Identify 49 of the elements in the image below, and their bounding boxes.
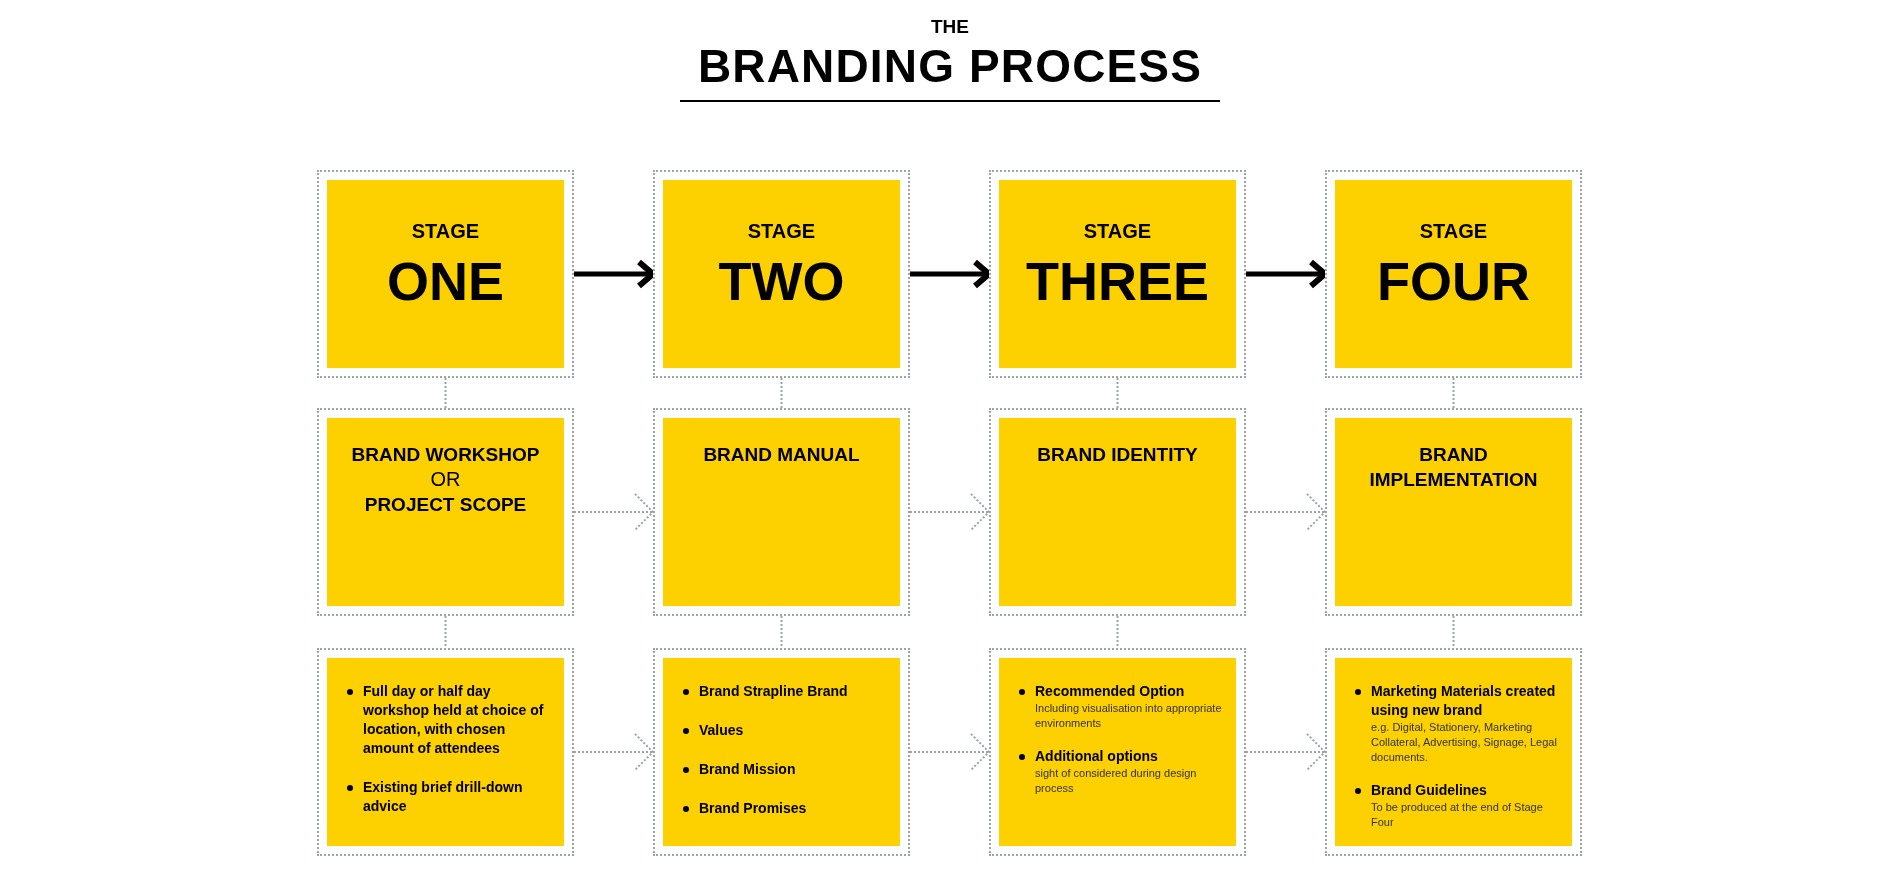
- stage-number: THREE: [1026, 254, 1209, 308]
- bullet-item: Brand Strapline Brand: [699, 682, 849, 701]
- dotted-frame: [653, 408, 910, 616]
- connector-line: [444, 377, 447, 409]
- bullet-note: sight of considered during design process: [1035, 766, 1198, 796]
- bullet-item: Brand Promises: [699, 799, 808, 818]
- bullet-item: Existing brief drill-down advice: [363, 778, 524, 816]
- dotted-frame: [1325, 648, 1582, 856]
- connector-line: [780, 615, 783, 649]
- dotted-frame: [317, 408, 574, 616]
- connector-line: [1452, 615, 1455, 649]
- connector-line: [1452, 377, 1455, 409]
- service-title: BRAND WORKSHOP: [351, 443, 540, 467]
- bullet-heading: Recommended Option: [1035, 682, 1186, 701]
- dotted-frame: [989, 408, 1246, 616]
- connector-line: [1116, 377, 1119, 409]
- bullet-item: Brand Mission: [699, 760, 797, 779]
- service-title: BRAND MANUAL: [703, 443, 860, 467]
- bullet-heading: Marketing Materials created using new brand: [1371, 682, 1557, 720]
- bullet-heading: Brand Guidelines: [1371, 781, 1488, 800]
- dotted-frame: [989, 648, 1246, 856]
- dotted-frame: [317, 170, 574, 378]
- dotted-frame: [989, 170, 1246, 378]
- stage-number: FOUR: [1377, 254, 1530, 308]
- dotted-frame: [1325, 170, 1582, 378]
- bullet-note: To be produced at the end of Stage Four: [1371, 800, 1544, 830]
- connector-line: [780, 377, 783, 409]
- dotted-frame: [1325, 408, 1582, 616]
- dotted-frame: [317, 648, 574, 856]
- stage-number: ONE: [387, 254, 504, 308]
- service-title: PROJECT SCOPE: [364, 493, 527, 517]
- bullet-note: e.g. Digital, Stationery, Marketing Collateral, Advertising, Signage, Legal documents.: [1371, 720, 1558, 765]
- title: THE BRANDING PROCESS: [680, 14, 1220, 102]
- bullet-item: Values: [699, 721, 745, 740]
- service-title: BRAND IDENTITY: [1037, 443, 1198, 467]
- dotted-frame: [653, 170, 910, 378]
- dotted-frame: [653, 648, 910, 856]
- connector-word: OR: [430, 467, 461, 492]
- stage-label: STAGE: [747, 219, 816, 244]
- stage-label: STAGE: [1419, 219, 1488, 244]
- stage-label: STAGE: [1083, 219, 1152, 244]
- connector-line: [1116, 615, 1119, 649]
- stage-number: TWO: [718, 254, 845, 308]
- bullet-note: Including visualisation into appropriate environments: [1035, 701, 1223, 731]
- bullet-item: Full day or half day workshop held at choice of location, with chosen amount of attendees: [363, 682, 545, 758]
- stage-label: STAGE: [411, 219, 480, 244]
- bullet-heading: Additional options: [1035, 747, 1159, 766]
- connector-line: [444, 615, 447, 649]
- service-title: BRAND IMPLEMENTATION: [1368, 443, 1539, 492]
